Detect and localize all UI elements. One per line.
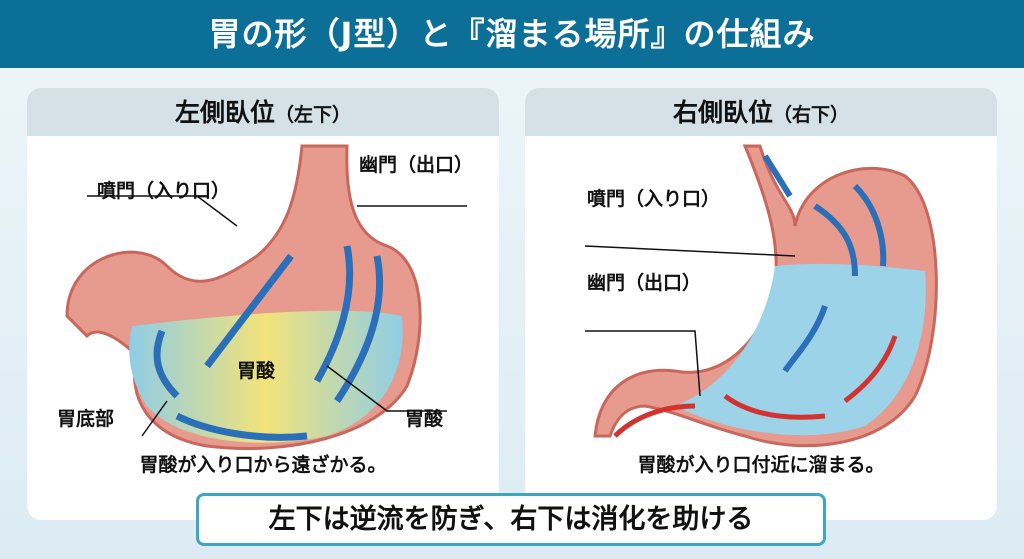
right-heading-text: 右側臥位 [672,98,773,127]
label-cardia: 噴門（入り口） [97,180,231,202]
label-pylorus: 幽門（出口） [587,272,702,294]
stomach-left-illustration [65,144,467,450]
label-acid-center: 胃酸 [237,360,276,382]
flow-arrow [334,255,384,403]
stomach-right-illustration [584,144,938,448]
page-title: 胃の形（J型）と『溜まる場所』の仕組み [0,0,1024,68]
left-heading-sub: （左下） [275,104,352,126]
label-acid: 胃酸 [405,408,444,430]
right-panel: 右側臥位（右下） 噴門（入り口） 幽門（出口） 胃酸が入り口付近に溜まる。 [525,88,997,520]
flow-arrow [313,245,354,383]
left-panel: 左側臥位（左下） 噴門（入り口） 幽門（出口） 胃酸 胃底部 胃酸 胃酸が入り口… [27,88,499,520]
label-pylorus: 幽門（出口） [359,154,474,176]
flow-arrow [175,412,308,441]
summary-banner: 左下は逆流を防ぎ、右下は消化を助ける [196,493,826,546]
left-caption: 胃酸が入り口から遠ざかる。 [139,454,387,476]
left-panel-heading: 左側臥位（左下） [27,88,499,136]
right-heading-sub: （右下） [773,104,850,126]
flow-arrow [153,329,180,399]
double-arrow [204,253,294,369]
right-panel-heading: 右側臥位（右下） [525,88,997,136]
arrows [153,245,384,441]
label-cardia: 噴門（入り口） [587,188,721,210]
right-caption: 胃酸が入り口付近に溜まる。 [637,454,885,476]
left-heading-text: 左側臥位 [174,98,275,127]
label-fundus: 胃底部 [57,408,115,430]
